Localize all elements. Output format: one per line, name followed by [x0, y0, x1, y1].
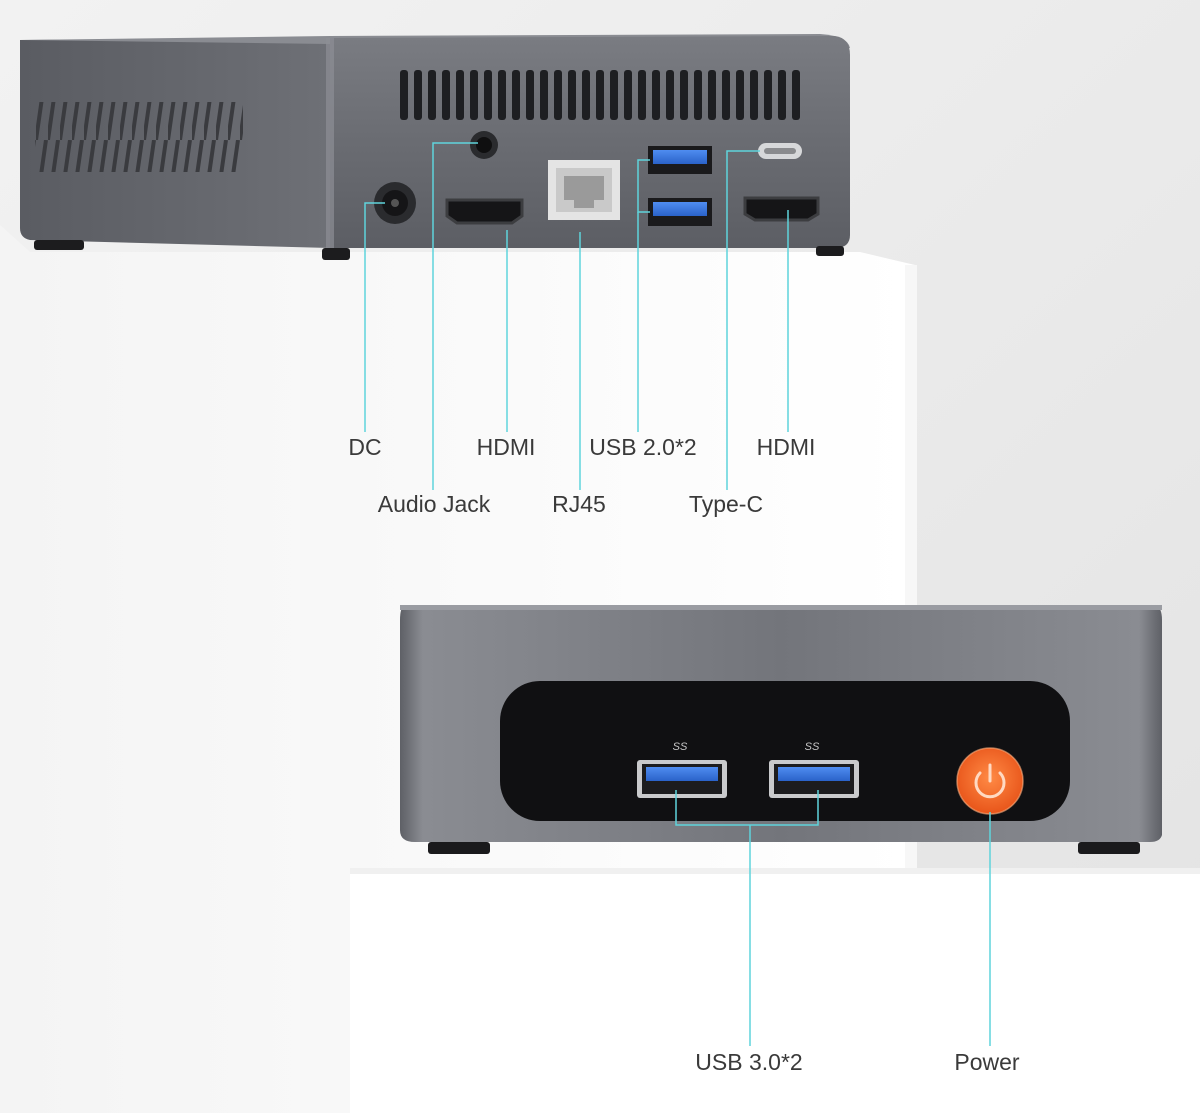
usb20-port-icon [648, 146, 712, 226]
front-callout-lines [675, 790, 991, 1046]
power-button[interactable] [956, 747, 1024, 815]
type-c-port-icon [758, 143, 802, 159]
callout-line-dc [364, 202, 385, 432]
front-device: SS SS [400, 605, 1162, 854]
usb30-port-icon [769, 760, 859, 798]
foot [428, 842, 490, 854]
ss-usb-logo: SS [805, 741, 820, 753]
ss-usb-logo: SS [673, 741, 688, 753]
label-audio-jack: Audio Jack [377, 491, 491, 517]
label-hdmi-left: HDMI [476, 434, 536, 460]
label-rj45: RJ45 [552, 491, 606, 517]
rj45-port-icon [548, 160, 620, 220]
usb30-port-icon [637, 760, 727, 798]
callout-line-usb30-bracket [675, 790, 819, 826]
foot [1078, 842, 1140, 854]
foot [34, 240, 84, 250]
callout-line-usb20-bracket [637, 159, 650, 213]
label-power: Power [954, 1049, 1020, 1075]
label-dc: DC [348, 434, 382, 460]
back-device [20, 34, 850, 260]
foot [816, 246, 844, 256]
audio-jack-icon [470, 131, 498, 159]
label-type-c: Type-C [688, 491, 764, 517]
side-vent [35, 102, 243, 172]
hdmi-port-icon [445, 198, 524, 225]
callout-line-audio [432, 142, 478, 490]
dc-port-icon [374, 182, 416, 224]
back-callout-lines [364, 142, 789, 490]
foot [322, 248, 350, 260]
lower-pedestal [350, 868, 1200, 1113]
label-usb30: USB 3.0*2 [695, 1049, 803, 1075]
rear-vent [400, 70, 800, 120]
label-usb20: USB 2.0*2 [589, 434, 697, 460]
hdmi-port-icon [743, 196, 820, 222]
callout-line-type-c [726, 150, 760, 490]
label-hdmi-right: HDMI [756, 434, 816, 460]
power-icon [974, 763, 1006, 799]
